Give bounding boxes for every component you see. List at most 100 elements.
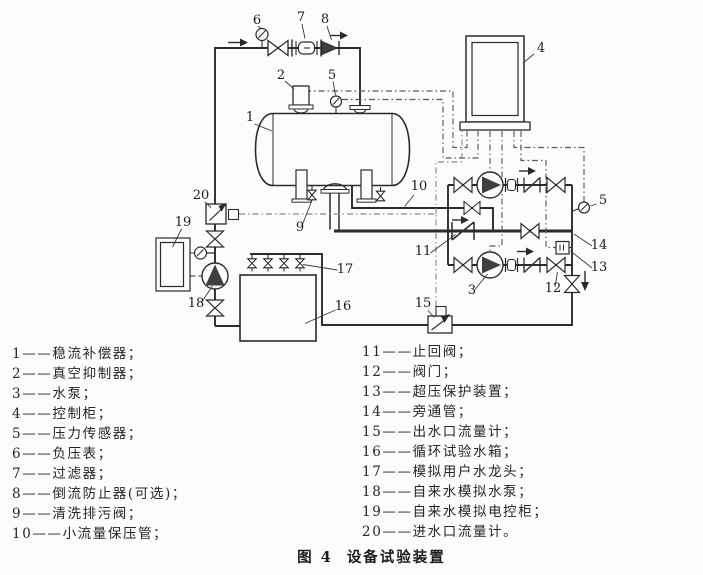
legend-item: 13——超压保护装置； [362, 384, 519, 400]
label-17: 17 [337, 262, 354, 277]
label-15: 15 [415, 296, 432, 311]
label-13: 13 [591, 260, 608, 275]
circulation-test-tank [239, 274, 317, 342]
negative-pressure-gauge-icon [255, 27, 269, 48]
figure-caption: 图 4 设备试验装置 [0, 546, 703, 567]
legend-item: 20——进水口流量计。 [362, 524, 519, 540]
label-3: 3 [468, 283, 476, 298]
legend-item: 17——模拟用户水龙头； [362, 464, 534, 480]
legend-item: 6——负压表； [12, 446, 113, 462]
wire-pressure-sensor-5 [513, 131, 585, 202]
coupling-icon [504, 178, 519, 192]
pipe-outlet-to-faucets [250, 253, 428, 326]
label-11: 11 [415, 244, 432, 259]
label-1: 1 [246, 110, 254, 125]
label-10: 10 [411, 179, 428, 194]
filter-icon [291, 39, 322, 57]
drain-valve-9-icons [306, 185, 386, 202]
valve-icon [453, 256, 464, 274]
legend-item: 4——控制柜； [12, 406, 113, 422]
pipe-right-manifold-lower [452, 292, 573, 326]
figure-caption-number: 图 4 [297, 549, 333, 566]
tank-foot-left [291, 198, 312, 203]
stub-pressure-sensor-5 [572, 207, 580, 212]
check-valve-icon [523, 257, 541, 273]
wire-flowmeter-20-signal [239, 213, 437, 306]
diagram-labels: 6 7 8 2 5 4 1 10 20 19 9 18 17 16 15 11 … [172, 10, 608, 324]
pump-line-top [453, 171, 566, 199]
label-4: 4 [537, 41, 545, 56]
label-6: 6 [253, 13, 261, 28]
label-19: 19 [175, 215, 192, 230]
pump-line-bottom [453, 251, 566, 279]
valve-icon [555, 176, 566, 194]
label-5-tank: 5 [328, 68, 336, 83]
label-16: 16 [335, 299, 352, 314]
legend-item: 10——小流量保压管； [12, 526, 169, 542]
legend-item: 15——出水口流量计； [362, 424, 519, 440]
inlet-flow-meter-icon [205, 203, 240, 225]
legend-item: 14——旁通管； [362, 404, 473, 420]
pipes [206, 47, 580, 327]
tank-leg-left [295, 169, 308, 200]
equipment-test-schematic: 6 7 8 2 5 4 1 10 20 19 9 18 17 16 15 11 … [155, 10, 608, 342]
tap-water-control-cabinet [155, 237, 191, 292]
backflow-preventer-icon [321, 40, 340, 56]
legend-right-column: 11——止回阀； 12——阀门； 13——超压保护装置； 14——旁通管； 15… [362, 342, 548, 542]
label-2: 2 [277, 68, 285, 83]
tap-water-pump-icon [201, 262, 229, 290]
legend-item: 19——自来水模拟电控柜； [362, 504, 549, 520]
figure-caption-title: 设备试验装置 [346, 549, 446, 566]
pipe-holding-line-10 [351, 185, 494, 230]
pressure-sensor-tank-icon [329, 95, 343, 113]
label-9: 9 [296, 220, 304, 235]
coupling-icon [504, 258, 519, 272]
legend-item: 8——倒流防止器(可选)； [12, 486, 187, 502]
legend-item: 12——阀门； [362, 364, 458, 380]
legend-item: 16——循环试验水箱； [362, 444, 519, 460]
bypass-valve-icon [520, 222, 540, 240]
leader-lines [172, 23, 597, 324]
outlet-flow-meter-icon [427, 305, 453, 334]
overpressure-protector-icon [555, 240, 570, 255]
tank-bottom-dome [322, 183, 348, 191]
flow-arrows [228, 31, 536, 256]
label-8: 8 [321, 12, 329, 27]
valve-icon [462, 176, 473, 194]
tank-inlet-flange [349, 105, 371, 114]
left-branch-valves [204, 230, 226, 317]
wire-flowmeter-riser [435, 131, 463, 214]
tank-leg-right [360, 169, 373, 200]
valve-icon [453, 176, 464, 194]
legend-item: 2——真空抑制器； [12, 366, 143, 382]
faucets-icon [246, 254, 306, 272]
pressure-sensor-5-icon [577, 201, 591, 214]
wire-overpressure-13 [520, 131, 556, 249]
gauge-19-icon [193, 246, 208, 260]
check-valve-icon [523, 177, 541, 193]
legend-left-column: 1——稳流补偿器； 2——真空抑制器； 3——水泵； 4——控制柜； 5——压力… [12, 344, 187, 544]
wire-tank-sensor-b [342, 98, 479, 159]
legend-item: 1——稳流补偿器； [12, 346, 143, 362]
legend-item: 11——止回阀； [362, 344, 473, 360]
valve-icon [462, 256, 473, 274]
label-20: 20 [193, 188, 210, 203]
valve-top-left-icon [267, 39, 289, 57]
legend-item: 18——自来水模拟水泵； [362, 484, 534, 500]
tank-bottom-flange [320, 189, 350, 194]
tank-foot-right [356, 198, 377, 203]
label-14: 14 [591, 238, 608, 253]
legend-item: 9——清洗排污阀； [12, 506, 143, 522]
holding-pipe-valve-icon [463, 200, 481, 216]
label-5-sensor: 5 [599, 193, 607, 208]
label-12: 12 [545, 281, 562, 296]
flow-arrow-down [581, 271, 589, 291]
legend-item: 5——压力传感器； [12, 426, 143, 442]
vacuum-suppressor [288, 85, 314, 114]
legend-item: 7——过滤器； [12, 466, 113, 482]
control-cabinet [459, 35, 531, 131]
label-7: 7 [297, 10, 305, 25]
valve-12-icon [555, 256, 566, 274]
wire-tank-sensor-a [305, 90, 468, 149]
legend-item: 3——水泵； [12, 386, 98, 402]
